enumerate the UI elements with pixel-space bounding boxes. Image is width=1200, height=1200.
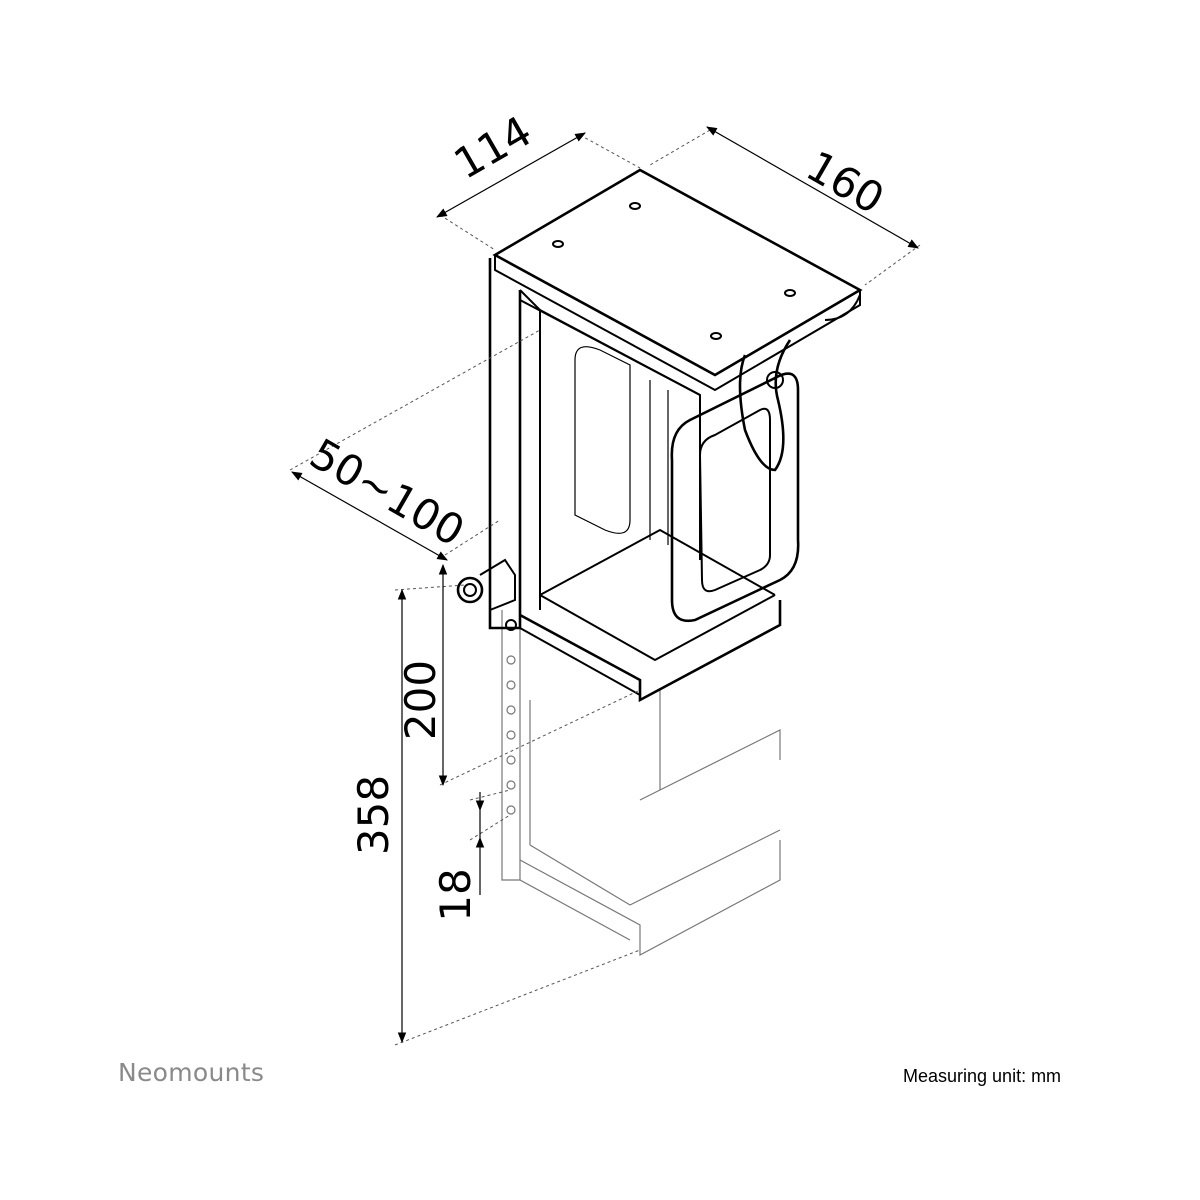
lower-bracket-ghost [501,610,781,957]
brand-logo: Neomounts [118,1058,265,1087]
dim-depth: 114 [446,106,540,189]
dim-height-step: 200 [396,660,445,740]
cpu-holder-bracket [456,168,863,703]
dimension-lines [291,126,919,1044]
dim-hole-pitch: 18 [431,868,480,921]
unit-note: Measuring unit: mm [903,1066,1062,1086]
dim-height-total: 358 [349,775,398,855]
extension-lines [289,129,921,1046]
dim-width: 160 [798,141,892,224]
